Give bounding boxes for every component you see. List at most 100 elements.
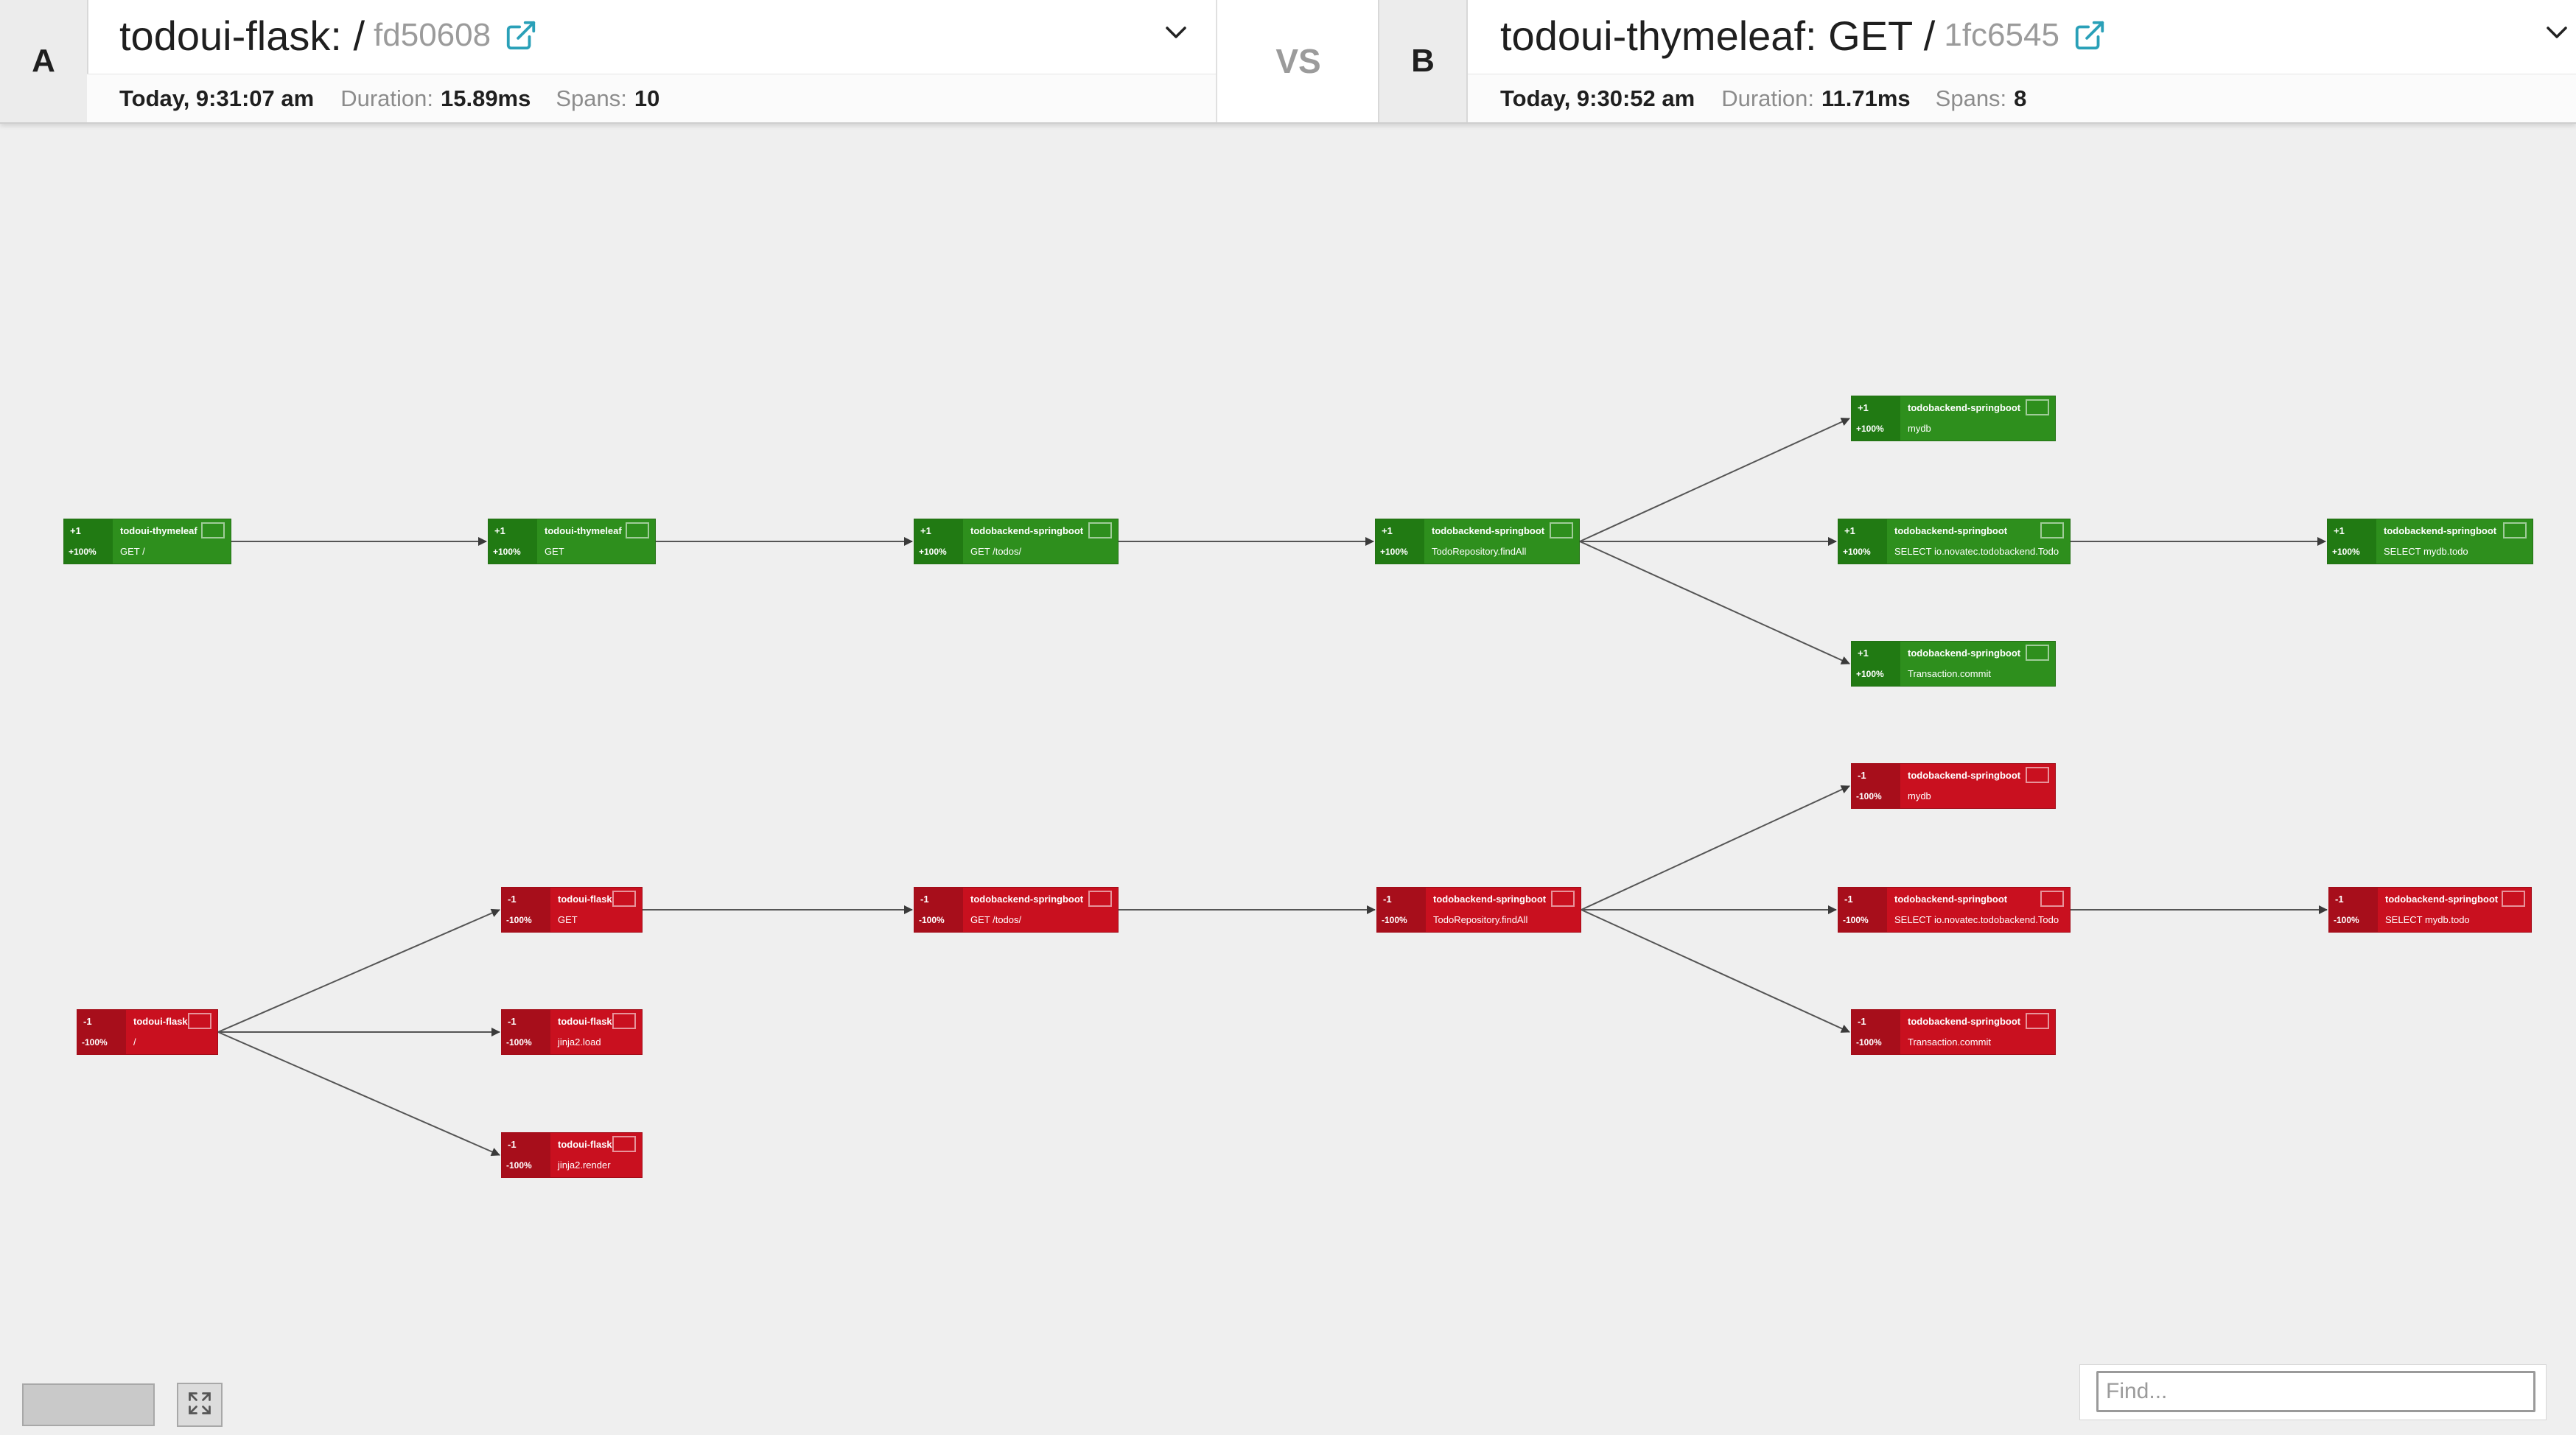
node-service: todobackend-springboot <box>2384 525 2497 536</box>
node-count: -1 <box>1844 894 1853 905</box>
vs-divider: VS <box>1216 0 1381 122</box>
node-percent: +100% <box>919 547 947 557</box>
edge-r6-r7 <box>1581 785 1850 911</box>
node-diff-column <box>1852 1010 1900 1054</box>
node-select-box[interactable] <box>2040 522 2064 538</box>
trace-a-id[interactable]: fd50608 <box>374 17 491 53</box>
node-select-box[interactable] <box>2026 399 2049 415</box>
node-diff-column <box>2328 519 2376 564</box>
node-percent: +100% <box>1380 547 1408 557</box>
node-select-box[interactable] <box>1088 522 1112 538</box>
spans-label: Spans: <box>556 85 627 111</box>
find-panel <box>2079 1364 2547 1420</box>
node-diff-column <box>1377 888 1426 932</box>
trace-a-spans: 10 <box>634 85 660 111</box>
node-select-box[interactable] <box>2026 1013 2049 1029</box>
node-count: -1 <box>1858 1016 1866 1027</box>
node-select-box[interactable] <box>188 1013 211 1029</box>
node-diff-column <box>1852 764 1900 808</box>
trace-a-duration: 15.89ms <box>440 85 531 111</box>
find-input[interactable] <box>2096 1371 2535 1412</box>
node-service: todobackend-springboot <box>2385 894 2499 905</box>
chevron-down-icon[interactable] <box>2541 16 2573 49</box>
external-link-icon[interactable] <box>504 18 538 52</box>
node-service: todobackend-springboot <box>970 894 1084 905</box>
external-link-icon[interactable] <box>2073 18 2107 52</box>
node-service: todoui-flask <box>558 1139 612 1150</box>
trace-b-title: todoui-thymeleaf: GET / <box>1500 12 1936 59</box>
node-service: todobackend-springboot <box>970 525 1084 536</box>
node-count: +1 <box>920 525 931 536</box>
node-select-box[interactable] <box>2026 767 2049 783</box>
fit-view-button[interactable] <box>177 1383 223 1427</box>
node-service: todobackend-springboot <box>1908 770 2021 781</box>
node-select-box[interactable] <box>612 1136 636 1152</box>
trace-b-id[interactable]: 1fc6545 <box>1944 17 2059 53</box>
node-count: -1 <box>508 1139 517 1150</box>
node-percent: +100% <box>1856 669 1884 679</box>
node-operation: GET <box>558 914 578 925</box>
node-select-box[interactable] <box>612 1013 636 1029</box>
trace-b-label: B <box>1378 0 1468 122</box>
node-service: todoui-flask <box>558 1016 612 1027</box>
node-service: todobackend-springboot <box>1908 648 2021 659</box>
node-diff-column <box>64 519 113 564</box>
minimap[interactable] <box>22 1383 155 1426</box>
node-select-box[interactable] <box>2026 645 2049 661</box>
node-operation: GET / <box>120 546 145 557</box>
node-count: -1 <box>508 1016 517 1027</box>
node-percent: +100% <box>1843 547 1871 557</box>
node-select-box[interactable] <box>1550 522 1573 538</box>
node-percent: -100% <box>1382 915 1407 925</box>
node-count: +1 <box>1844 525 1855 536</box>
node-select-box[interactable] <box>201 522 225 538</box>
node-select-box[interactable] <box>612 891 636 907</box>
duration-label: Duration: <box>340 85 433 111</box>
node-select-box[interactable] <box>2040 891 2064 907</box>
node-operation: GET /todos/ <box>970 546 1022 557</box>
node-count: +1 <box>1858 648 1869 659</box>
node-percent: -100% <box>506 915 532 925</box>
edge-r6-r10 <box>1581 909 1850 1033</box>
node-count: -1 <box>2335 894 2344 905</box>
node-operation: Transaction.commit <box>1908 1036 1991 1048</box>
node-service: todobackend-springboot <box>1894 525 2008 536</box>
node-operation: SELECT mydb.todo <box>2385 914 2470 925</box>
span-node-r1[interactable]: -1-100%todoui-flask/ <box>77 1009 218 1055</box>
node-select-box[interactable] <box>626 522 649 538</box>
fit-view-icon <box>186 1390 213 1420</box>
node-count: -1 <box>83 1016 92 1027</box>
node-operation: / <box>133 1036 136 1048</box>
trace-a-label: A <box>0 0 88 122</box>
node-percent: +100% <box>2332 547 2360 557</box>
trace-b-meta: Today, 9:30:52 am Duration: 11.71ms Span… <box>1468 74 2576 122</box>
node-select-box[interactable] <box>1088 891 1112 907</box>
node-diff-column <box>502 1133 550 1177</box>
node-service: todoui-flask <box>133 1016 188 1027</box>
node-count: -1 <box>508 894 517 905</box>
node-service: todoui-flask <box>558 894 612 905</box>
node-select-box[interactable] <box>2503 522 2527 538</box>
trace-b-spans: 8 <box>2014 85 2027 111</box>
chevron-down-icon[interactable] <box>1160 16 1192 49</box>
node-select-box[interactable] <box>2502 891 2525 907</box>
trace-b-title-row: todoui-thymeleaf: GET / 1fc6545 <box>1500 7 2107 63</box>
node-select-box[interactable] <box>1551 891 1575 907</box>
